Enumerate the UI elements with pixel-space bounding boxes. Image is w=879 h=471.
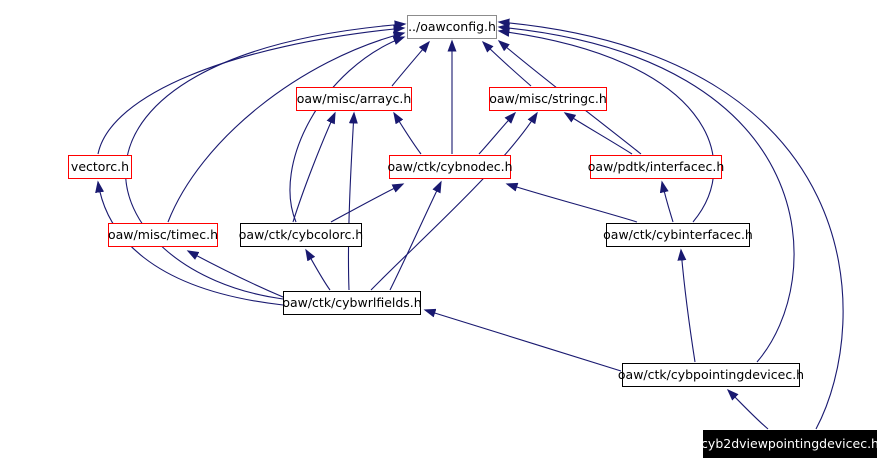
- edge-cybpointingdevicec-to-cybwrlfields: [423, 308, 622, 372]
- graph-node-arrayc[interactable]: oaw/misc/arrayc.h: [296, 87, 412, 111]
- graph-node-interfacec[interactable]: oaw/pdtk/interfacec.h: [588, 155, 724, 179]
- edge-cybwrlfields-to-oawconfig: [125, 20, 407, 300]
- graph-node-cyb2dviewpointingdevicec: cyb2dviewpointingdevicec.h: [701, 430, 879, 458]
- graph-node-oawconfig[interactable]: ../oawconfig.h: [407, 15, 497, 39]
- edge-cybcolorc-to-arrayc: [292, 111, 336, 223]
- edge-cybinterfacec-to-oawconfig: [497, 27, 715, 223]
- edge-cybcolorc-to-cybnodec: [330, 183, 405, 223]
- graph-node-stringc[interactable]: oaw/misc/stringc.h: [489, 87, 607, 111]
- edge-cybcolorc-to-oawconfig: [289, 36, 406, 223]
- edge-cyb2dviewpointingdevicec-to-cybpointingdevicec: [726, 388, 769, 430]
- graph-node-cybwrlfields[interactable]: oaw/ctk/cybwrlfields.h: [282, 291, 422, 315]
- edge-cybnodec-to-arrayc: [393, 111, 422, 155]
- edge-arrayc-to-oawconfig: [391, 40, 430, 87]
- edge-cybwrlfields-to-arrayc: [347, 111, 358, 291]
- edge-cybwrlfields-to-cybcolorc: [305, 248, 331, 291]
- graph-node-cybpointingdevicec[interactable]: oaw/ctk/cybpointingdevicec.h: [618, 363, 804, 387]
- edge-cybwrlfields-to-cybnodec: [389, 180, 442, 291]
- graph-node-cybinterfacec[interactable]: oaw/ctk/cybinterfacec.h: [603, 223, 753, 247]
- graph-node-cybnodec[interactable]: oaw/ctk/cybnodec.h: [387, 155, 513, 179]
- edge-stringc-to-oawconfig: [481, 40, 532, 87]
- edge-cybinterfacec-to-cybnodec: [505, 182, 638, 223]
- graph-node-timec[interactable]: oaw/misc/timec.h: [108, 223, 218, 247]
- edge-cybwrlfields-to-timec: [186, 250, 284, 298]
- graph-node-cybcolorc[interactable]: oaw/ctk/cybcolorc.h: [239, 223, 363, 247]
- edge-cybinterfacec-to-interfacec: [659, 180, 674, 223]
- edge-timec-to-oawconfig: [167, 31, 406, 223]
- edge-cybnodec-to-stringc: [478, 111, 517, 155]
- edge-interfacec-to-stringc: [563, 112, 633, 155]
- graph-node-vectorc[interactable]: vectorc.h: [68, 155, 132, 179]
- edge-cybpointingdevicec-to-cybinterfacec: [677, 248, 696, 363]
- edge-cybpointingdevicec-to-oawconfig: [497, 23, 795, 363]
- edge-cybwrlfields-to-stringc: [370, 111, 538, 291]
